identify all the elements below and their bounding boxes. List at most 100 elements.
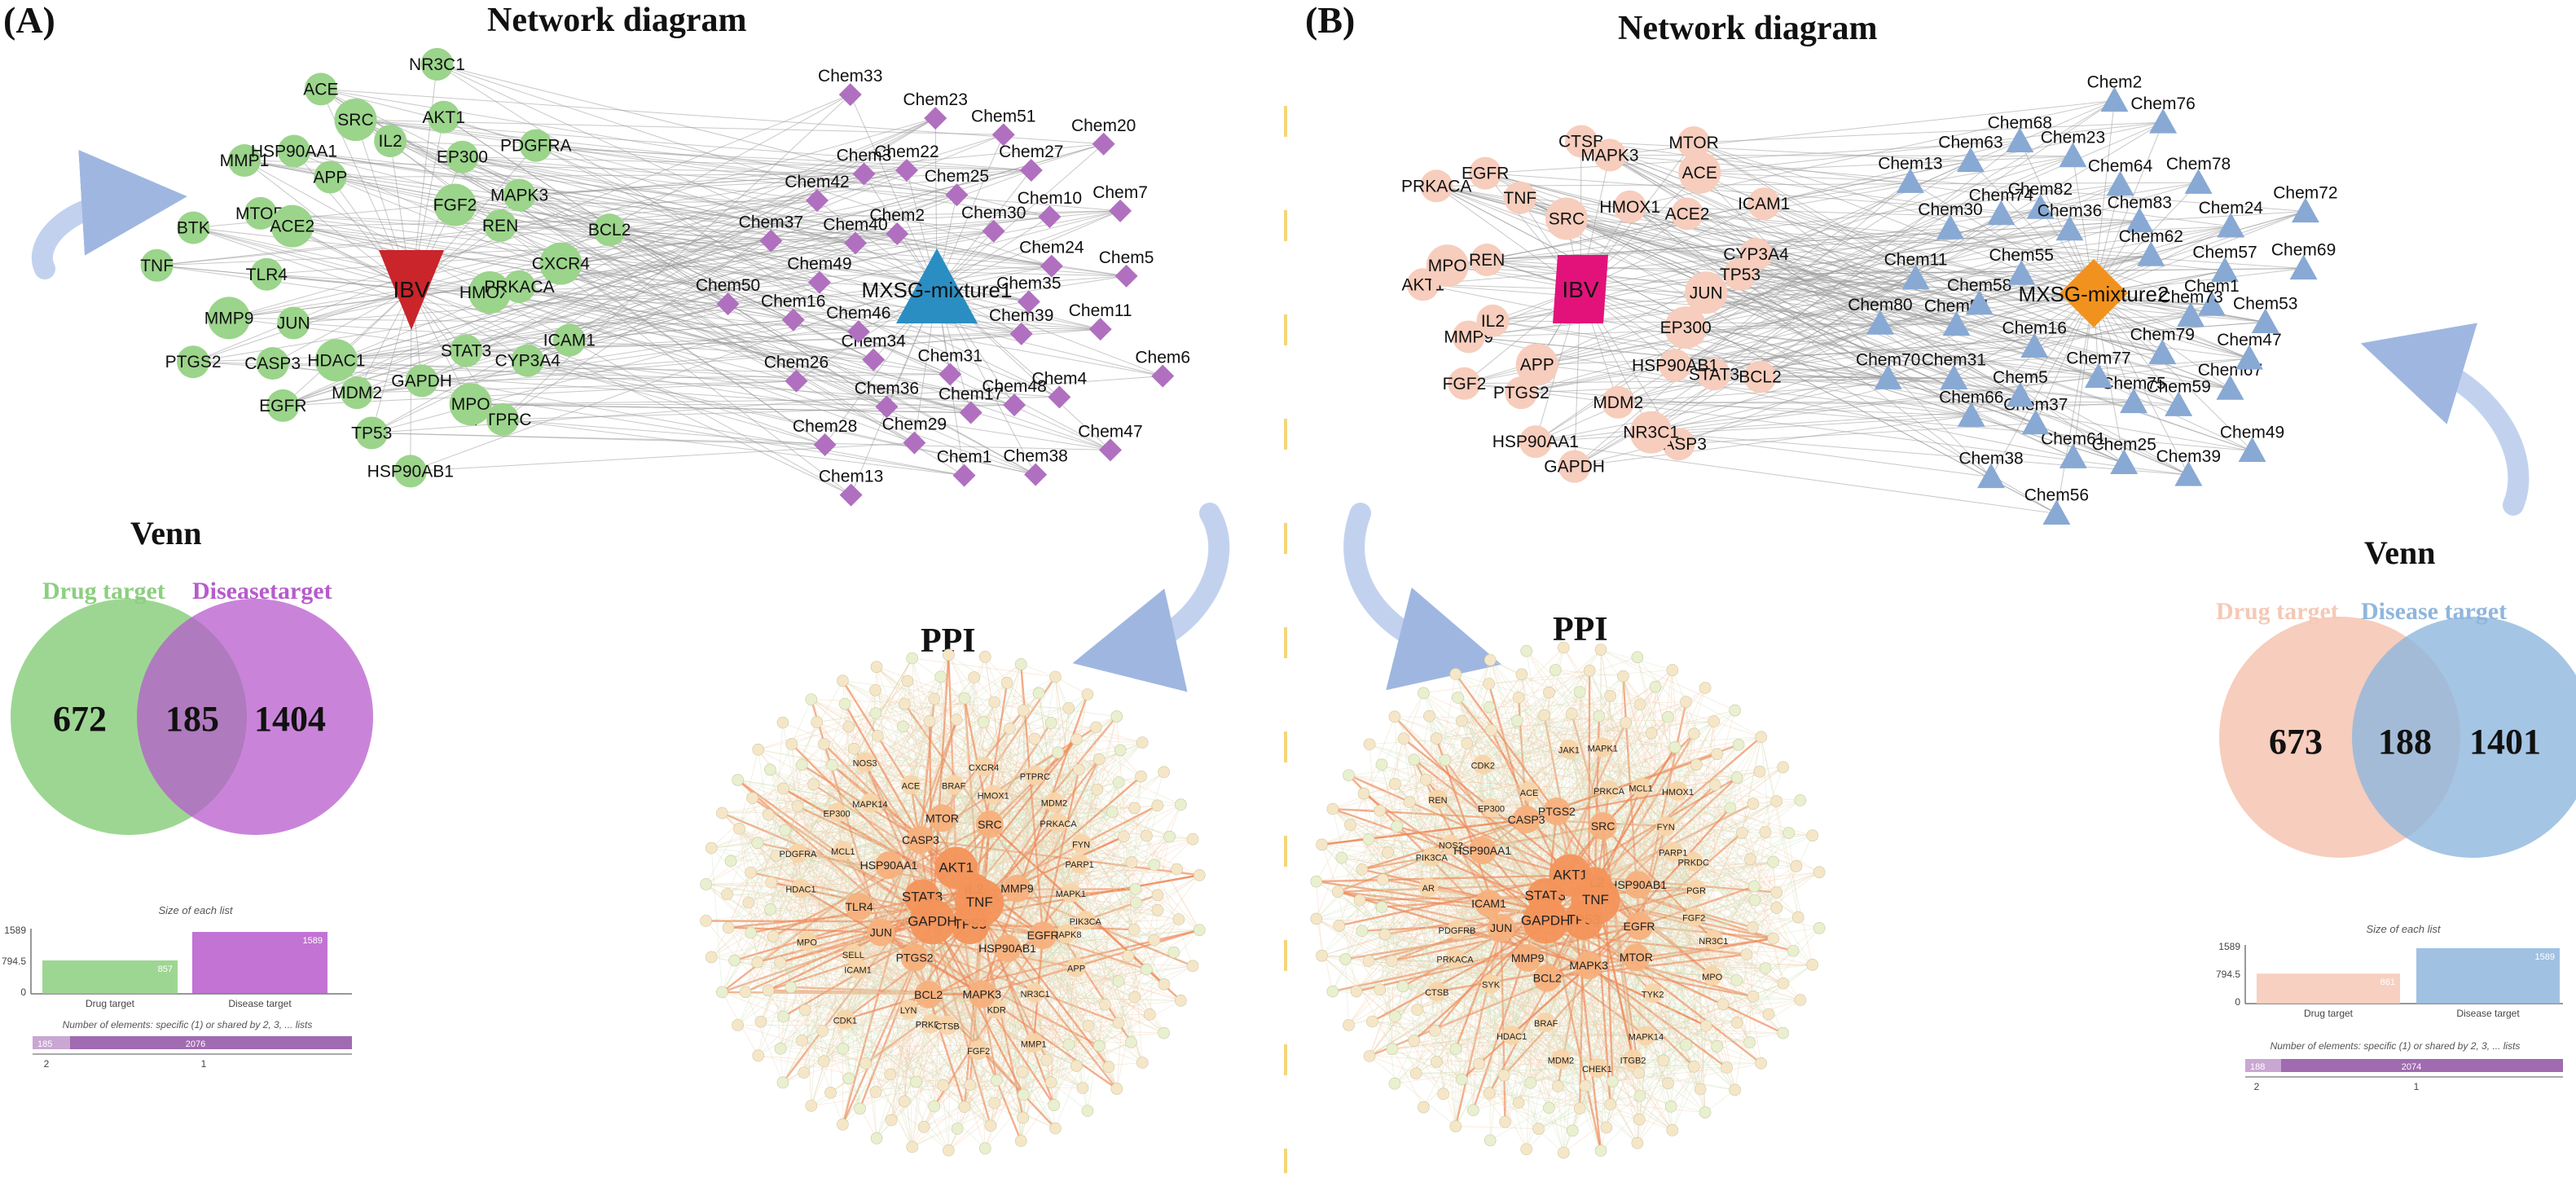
target-node-fgf2[interactable]: FGF2 (1443, 367, 1487, 400)
chem-node-chem64[interactable]: Chem64 (2088, 157, 2153, 196)
target-node-mpo[interactable]: MPO (1426, 244, 1469, 288)
target-node-ren[interactable]: REN (482, 209, 518, 242)
target-node-mmp9[interactable]: MMP9 (1444, 320, 1493, 354)
ppi-hub-jun[interactable]: JUN (867, 918, 895, 947)
chem-node-chem30[interactable]: Chem30 (961, 204, 1026, 243)
ppi-hub-jun[interactable]: JUN (1487, 914, 1515, 943)
chem-node-chem27[interactable]: Chem27 (999, 143, 1063, 182)
chem-node-chem1[interactable]: Chem1 (2184, 277, 2240, 316)
chem-node-chem57[interactable]: Chem57 (2192, 244, 2257, 283)
target-node-fgf2[interactable]: FGF2 (433, 183, 477, 226)
chem-node-chem36[interactable]: Chem36 (2038, 202, 2102, 241)
chem-node-chem63[interactable]: Chem63 (1938, 134, 2003, 173)
chem-node-chem37[interactable]: Chem37 (739, 213, 803, 253)
target-node-cxcr4[interactable]: CXCR4 (532, 242, 591, 285)
chem-node-chem83[interactable]: Chem83 (2108, 194, 2172, 233)
chem-node-chem24[interactable]: Chem24 (2199, 199, 2264, 238)
chem-node-chem16[interactable]: Chem16 (761, 292, 825, 332)
target-node-tnf[interactable]: TNF (1503, 181, 1536, 214)
ppi-hub-src[interactable]: SRC (975, 810, 1004, 838)
target-node-ace[interactable]: ACE (303, 73, 338, 106)
chem-node-chem22[interactable]: Chem22 (874, 143, 939, 182)
chem-node-chem40[interactable]: Chem40 (823, 215, 888, 255)
ppi-hub-ace[interactable]: ACE (900, 775, 921, 795)
target-node-ptgs2[interactable]: PTGS2 (1493, 376, 1550, 410)
chem-node-chem55[interactable]: Chem55 (1989, 246, 2054, 285)
target-node-hsp90aa1[interactable]: HSP90AA1 (251, 134, 337, 168)
target-node-bcl2[interactable]: BCL2 (1739, 360, 1782, 393)
ppi-hub-tnf[interactable]: TNF (1571, 876, 1620, 925)
chem-node-chem4[interactable]: Chem4 (1032, 369, 1088, 409)
chem-node-chem78[interactable]: Chem78 (2166, 155, 2231, 194)
target-node-ctsb[interactable]: CTSB (1558, 125, 1604, 158)
ppi-hub-fyn[interactable]: FYN (1655, 816, 1676, 837)
target-node-ptgs2[interactable]: PTGS2 (165, 345, 222, 379)
panel_b-drug-hub[interactable]: IBV (1553, 255, 1608, 323)
chem-node-chem3[interactable]: Chem3 (837, 147, 892, 186)
chem-node-chem31[interactable]: Chem31 (1922, 350, 1986, 390)
target-node-jun[interactable]: JUN (277, 306, 310, 340)
chem-node-chem76[interactable]: Chem76 (2130, 94, 2196, 134)
target-node-bcl2[interactable]: BCL2 (588, 213, 631, 247)
target-node-hdac1[interactable]: HDAC1 (307, 339, 365, 382)
chem-node-chem39[interactable]: Chem39 (989, 306, 1053, 345)
target-node-il2[interactable]: IL2 (374, 125, 407, 158)
chem-node-chem2[interactable]: Chem2 (2087, 73, 2143, 112)
chem-node-chem74[interactable]: Chem74 (1969, 187, 2034, 226)
chem-node-chem30[interactable]: Chem30 (1918, 200, 1983, 239)
chem-node-chem29[interactable]: Chem29 (882, 415, 947, 455)
chem-node-chem51[interactable]: Chem51 (971, 107, 1035, 147)
target-node-casp3[interactable]: CASP3 (244, 347, 301, 380)
ppi-hub-ar[interactable]: AR (1418, 877, 1439, 898)
ppi-hub-tnf[interactable]: TNF (955, 878, 1004, 927)
chem-node-chem39[interactable]: Chem39 (2156, 447, 2221, 486)
chem-node-chem38[interactable]: Chem38 (1958, 450, 2024, 489)
target-node-jun[interactable]: JUN (1685, 271, 1728, 314)
panel_b-mixture-hub[interactable]: MXSG-mixture2 (2019, 259, 2169, 327)
chem-node-chem50[interactable]: Chem50 (696, 276, 760, 316)
target-node-ace2[interactable]: ACE2 (1665, 197, 1710, 231)
chem-node-chem70[interactable]: Chem70 (1856, 350, 1920, 389)
chem-node-chem25[interactable]: Chem25 (2092, 435, 2156, 474)
chem-node-chem23[interactable]: Chem23 (903, 90, 968, 130)
panel_a-mixture-hub[interactable]: MXSG-mixture1 (862, 248, 1013, 323)
target-node-gapdh[interactable]: GAPDH (391, 364, 452, 398)
target-node-icam1[interactable]: ICAM1 (543, 323, 596, 357)
target-node-hsp90aa1[interactable]: HSP90AA1 (1492, 425, 1579, 459)
chem-node-chem23[interactable]: Chem23 (2041, 129, 2105, 168)
target-node-egfr[interactable]: EGFR (259, 389, 306, 422)
target-node-nr3c1[interactable]: NR3C1 (409, 47, 465, 81)
chem-node-chem82[interactable]: Chem82 (2008, 180, 2073, 219)
chem-node-chem5[interactable]: Chem5 (1993, 368, 2048, 407)
target-node-mdm2[interactable]: MDM2 (1593, 385, 1643, 419)
chem-node-chem73[interactable]: Chem73 (2158, 288, 2223, 327)
chem-node-chem46[interactable]: Chem46 (826, 304, 891, 344)
chem-node-chem17[interactable]: Chem17 (939, 385, 1003, 424)
target-node-mdm2[interactable]: MDM2 (332, 376, 382, 410)
chem-node-chem80[interactable]: Chem80 (1848, 296, 1913, 335)
chem-node-chem16[interactable]: Chem16 (2002, 319, 2067, 358)
ppi-hub-app[interactable]: APP (1066, 957, 1087, 978)
ppi-hub-ren[interactable]: REN (1427, 789, 1448, 810)
ppi-hub-fyn[interactable]: FYN (1071, 833, 1092, 854)
target-node-cyp3a4[interactable]: CYP3A4 (495, 344, 560, 377)
target-node-gapdh[interactable]: GAPDH (1544, 450, 1605, 483)
target-node-stat3[interactable]: STAT3 (1689, 358, 1739, 391)
panel_a-drug-hub[interactable]: IBV (379, 250, 444, 330)
target-node-src[interactable]: SRC (1545, 197, 1588, 240)
ppi-hub-syk[interactable]: SYK (1481, 973, 1501, 994)
target-node-btk[interactable]: BTK (177, 211, 210, 244)
target-node-mpo[interactable]: MPO (449, 383, 492, 426)
chem-node-chem31[interactable]: Chem31 (918, 346, 982, 386)
chem-node-chem77[interactable]: Chem77 (2066, 349, 2131, 389)
target-node-ace[interactable]: ACE (1678, 151, 1721, 194)
target-node-hsp90ab1[interactable]: HSP90AB1 (367, 455, 454, 488)
target-node-src[interactable]: SRC (334, 99, 377, 142)
chem-node-chem42[interactable]: Chem42 (785, 173, 850, 213)
chem-node-chem5[interactable]: Chem5 (1099, 248, 1154, 288)
chem-node-chem62[interactable]: Chem62 (2119, 227, 2183, 266)
chem-node-chem49[interactable]: Chem49 (787, 255, 852, 294)
target-node-tp53[interactable]: TP53 (351, 416, 392, 450)
chem-node-chem20[interactable]: Chem20 (1071, 116, 1136, 156)
chem-node-chem69[interactable]: Chem69 (2271, 241, 2336, 280)
